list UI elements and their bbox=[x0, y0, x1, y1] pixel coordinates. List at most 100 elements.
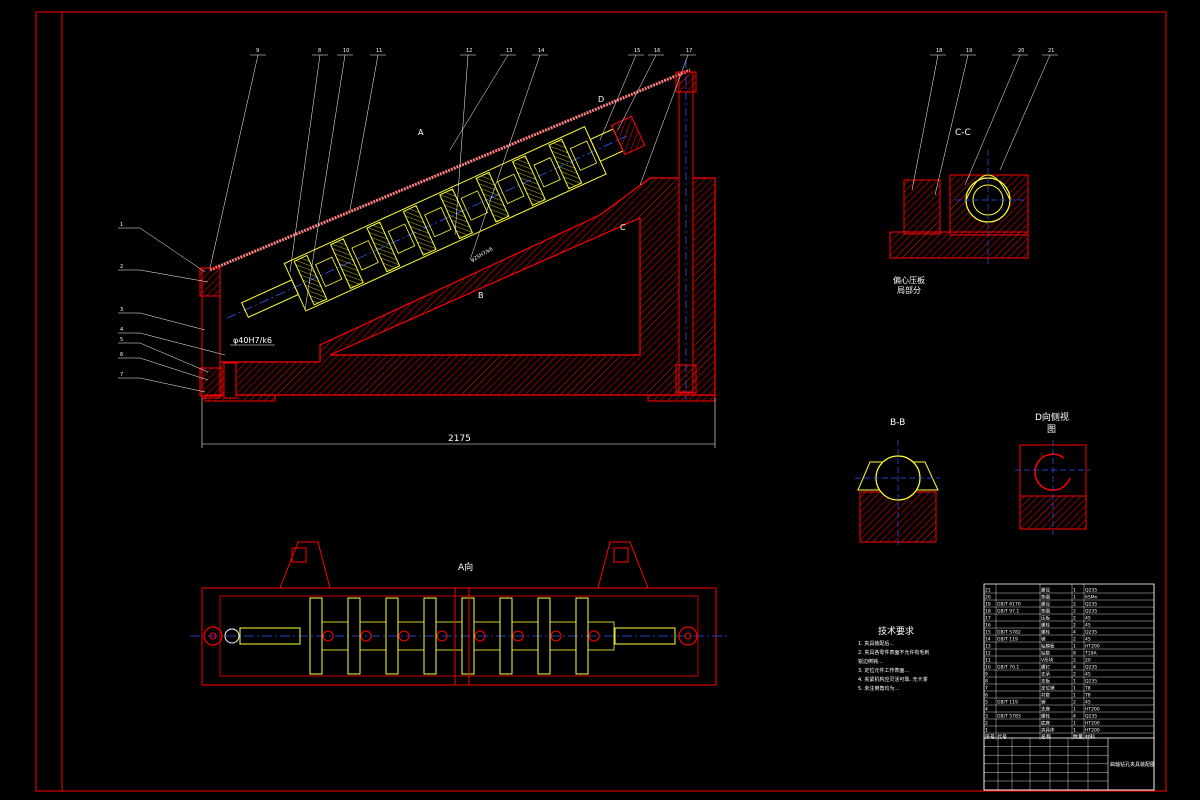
crank-web bbox=[293, 254, 328, 306]
bom-cell: 15 bbox=[985, 630, 991, 636]
bom-cell: 16 bbox=[985, 623, 991, 629]
bom-cell: 钻模板 bbox=[1041, 643, 1055, 650]
bom-cell: 8 bbox=[985, 679, 988, 685]
bom-cell: 20 bbox=[1085, 658, 1091, 664]
balloon-label: 12 bbox=[466, 48, 472, 54]
leader-line bbox=[139, 357, 209, 381]
balloon-label: 19 bbox=[966, 48, 972, 54]
bom-cell: 1 bbox=[1073, 707, 1076, 713]
leader-line bbox=[139, 342, 209, 373]
view-a: A向 bbox=[190, 541, 730, 686]
bom-cell: 螺母 bbox=[1041, 587, 1050, 594]
bom-cell: 定位销 bbox=[1041, 685, 1055, 692]
cc-note-2: 局部分 bbox=[897, 285, 921, 295]
bom-cell: 19 bbox=[985, 602, 991, 608]
bom-cell: 1 bbox=[1073, 679, 1076, 685]
balloon-label: 7 bbox=[120, 372, 123, 378]
bom-cell: 1 bbox=[1073, 588, 1076, 594]
hole-fit-dim: φ40H7/k6 bbox=[233, 336, 272, 345]
leader-line bbox=[999, 54, 1051, 171]
bom-cell: 12 bbox=[985, 651, 991, 657]
bom-header-cell: 名称 bbox=[1041, 734, 1051, 741]
balloon-label: 11 bbox=[376, 48, 382, 54]
balloon-label: 6 bbox=[120, 352, 123, 358]
section-bb-title: B-B bbox=[890, 418, 905, 428]
bom-cell: HT200 bbox=[1085, 644, 1100, 650]
balloon-label: 14 bbox=[538, 48, 544, 54]
crank-web bbox=[548, 138, 583, 190]
section-mark-b: B bbox=[478, 291, 484, 300]
section-mark-c: C bbox=[620, 223, 626, 232]
bom-cell: 垫圈 bbox=[1041, 594, 1050, 601]
crankshaft-main bbox=[226, 115, 646, 319]
bom-cell: GB/T 5782 bbox=[997, 630, 1021, 636]
tech-req-line: 4. 夹紧机构应灵活可靠, 无卡滞 bbox=[858, 676, 928, 683]
bom-cell: GB/T 119 bbox=[997, 637, 1018, 643]
bom-cell: GB/T 70.1 bbox=[997, 665, 1019, 671]
bom-cell: T10A bbox=[1084, 651, 1097, 657]
leader-line bbox=[139, 332, 226, 356]
drill-bush-plan bbox=[436, 630, 448, 642]
bom-cell: V形块 bbox=[1041, 657, 1054, 664]
balloon-label: 5 bbox=[120, 337, 123, 343]
drill-bush-plan bbox=[588, 630, 600, 642]
drawing-title: 曲轴钻孔夹具装配图 bbox=[1110, 761, 1155, 768]
section-cc-title: C-C bbox=[955, 128, 971, 138]
drill-bush-plan bbox=[474, 630, 486, 642]
bom-cell: 1 bbox=[1073, 686, 1076, 692]
crank-journal bbox=[497, 173, 525, 205]
bom-cell: 1 bbox=[1073, 595, 1076, 601]
leader-line bbox=[139, 377, 206, 393]
leader-line bbox=[911, 54, 939, 191]
crank-journal bbox=[460, 190, 489, 221]
bom-cell: Q235 bbox=[1085, 602, 1097, 608]
view-d-title-2: 图 bbox=[1047, 424, 1056, 435]
balloon-label: 15 bbox=[634, 48, 640, 54]
crank-end-shaft bbox=[614, 627, 676, 645]
leader-line bbox=[349, 54, 379, 211]
bom-cell: 2 bbox=[1073, 609, 1076, 615]
bom-cell: Q235 bbox=[1085, 609, 1097, 615]
body-cavity bbox=[329, 217, 641, 356]
drill-plate bbox=[209, 68, 691, 272]
bom-cell: 45 bbox=[1085, 623, 1091, 629]
bom-cell: 6 bbox=[985, 693, 988, 699]
crank-web bbox=[366, 221, 401, 273]
balloon-label: 3 bbox=[120, 307, 123, 313]
view-a-title: A向 bbox=[458, 561, 473, 573]
section-mark-d: D bbox=[598, 95, 604, 104]
leader-line bbox=[139, 269, 209, 283]
crank-journal bbox=[533, 157, 561, 188]
leader-line bbox=[454, 54, 469, 236]
bom-cell: 4 bbox=[985, 707, 988, 713]
bom-cell: 衬套 bbox=[1041, 692, 1050, 699]
crank-pin-plan bbox=[587, 621, 615, 651]
bom-cell: 2 bbox=[1073, 672, 1076, 678]
leader-line bbox=[209, 54, 259, 269]
crank-web bbox=[329, 238, 364, 289]
bom-cell: 2 bbox=[1073, 602, 1076, 608]
crank-web bbox=[475, 171, 510, 223]
bom-cell: 支板 bbox=[1041, 678, 1050, 685]
bom-cell: 2 bbox=[1073, 658, 1076, 664]
bom-cell: T8 bbox=[1084, 686, 1091, 692]
bom-cell: HT200 bbox=[1085, 707, 1100, 713]
bom-cell: 支座 bbox=[1041, 706, 1050, 713]
crank-end-shaft bbox=[239, 627, 301, 645]
bom-cell: Q235 bbox=[1085, 714, 1097, 720]
balloon-label: 10 bbox=[343, 48, 349, 54]
crank-web bbox=[439, 188, 474, 240]
leader-line bbox=[304, 54, 346, 311]
bom-cell: 螺栓 bbox=[1041, 622, 1050, 629]
bom-cell: 钻套 bbox=[1041, 650, 1050, 657]
bom-cell: 1 bbox=[1073, 693, 1076, 699]
bom-cell: 2 bbox=[1073, 616, 1076, 622]
tech-req-line: 2. 夹具各零件表面不允许有毛刺 bbox=[858, 649, 929, 656]
bom-cell: 21 bbox=[985, 588, 991, 594]
balloon-label: 18 bbox=[936, 48, 942, 54]
bom-cell: T8 bbox=[1084, 693, 1091, 699]
balloon-label: 2 bbox=[120, 264, 123, 270]
